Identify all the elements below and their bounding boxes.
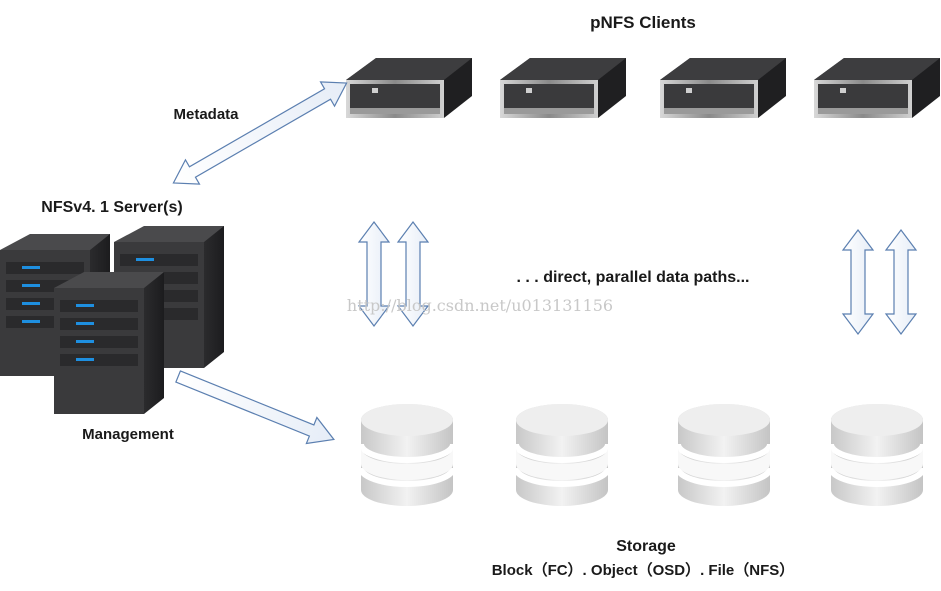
storage-disk-2 [516, 404, 608, 506]
data-path-arrow-3 [842, 229, 874, 335]
storage-disk-3 [678, 404, 770, 506]
storage-label: Storage [616, 538, 676, 555]
client-1 [346, 58, 472, 118]
data-paths-label: . . . direct, parallel data paths... [517, 269, 750, 286]
management-arrow [175, 370, 335, 445]
metadata-label: Metadata [173, 106, 239, 123]
clients-title: pNFS Clients [590, 13, 696, 32]
data-path-arrow-4 [885, 229, 917, 335]
server-label: NFSv4. 1 Server(s) [41, 199, 182, 216]
metadata-arrow [172, 81, 348, 185]
client-4 [814, 58, 940, 118]
storage-disk-1 [361, 404, 453, 506]
management-label: Management [82, 426, 174, 443]
watermark: http://blog.csdn.net/u013131156 [347, 296, 613, 315]
storage-types-label: Block（FC）. Object（OSD）. File（NFS） [492, 561, 795, 579]
storage-disk-4 [831, 404, 923, 506]
client-3 [660, 58, 786, 118]
client-2 [500, 58, 626, 118]
